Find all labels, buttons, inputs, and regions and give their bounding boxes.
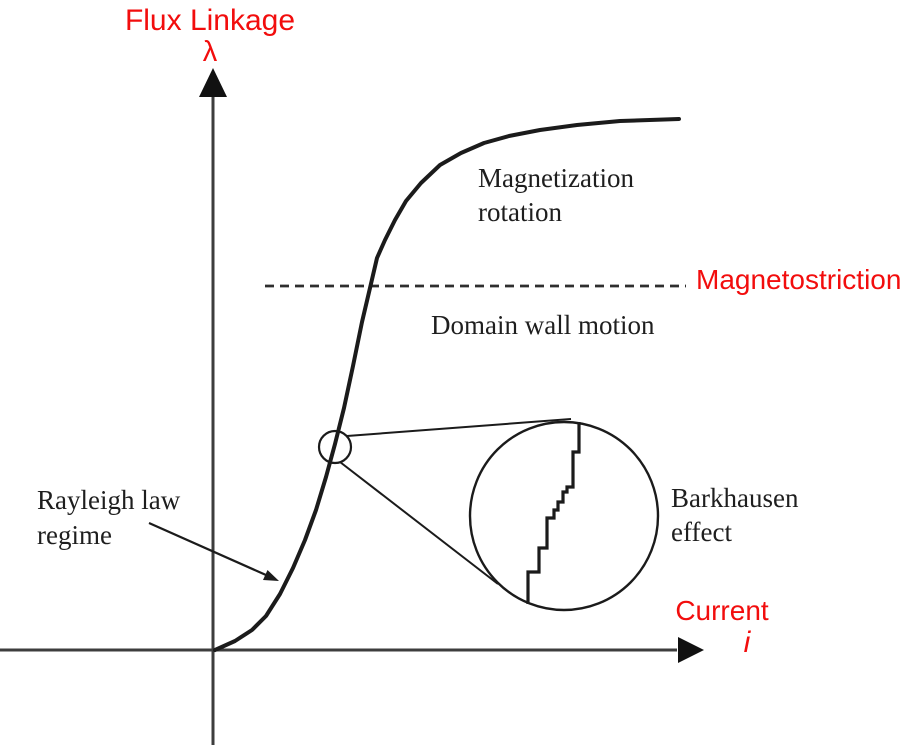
y-axis-title: Flux Linkage: [124, 4, 296, 37]
annotation-domain-wall-motion: Domain wall motion: [431, 310, 655, 340]
y-axis-symbol-lambda: λ: [202, 36, 218, 68]
barkhausen-staircase: [526, 422, 581, 604]
x-axis-symbol-i: i: [743, 626, 751, 659]
zoom-connector-lower-line: [339, 461, 499, 585]
y-axis-arrowhead-icon: [199, 68, 227, 97]
annotation-barkhausen-effect: Barkhausen effect: [671, 483, 799, 547]
annotation-rayleigh-law-regime: Rayleigh law regime: [37, 485, 181, 550]
x-axis-arrowhead-icon: [678, 637, 704, 663]
zoom-source-circle: [317, 429, 353, 465]
annotation-magnetostriction: Magnetostriction: [696, 264, 902, 295]
annotation-magnetization-rotation: Magnetization rotation: [478, 163, 634, 227]
x-axis-title: Current: [675, 595, 769, 626]
zoom-connector-upper-line: [346, 418, 572, 437]
zoom-lens-circle: [468, 420, 660, 612]
rayleigh-pointer-arrowhead-icon: [263, 570, 279, 581]
rayleigh-pointer-line: [148, 521, 267, 577]
magnetization-curve: [213, 117, 681, 652]
